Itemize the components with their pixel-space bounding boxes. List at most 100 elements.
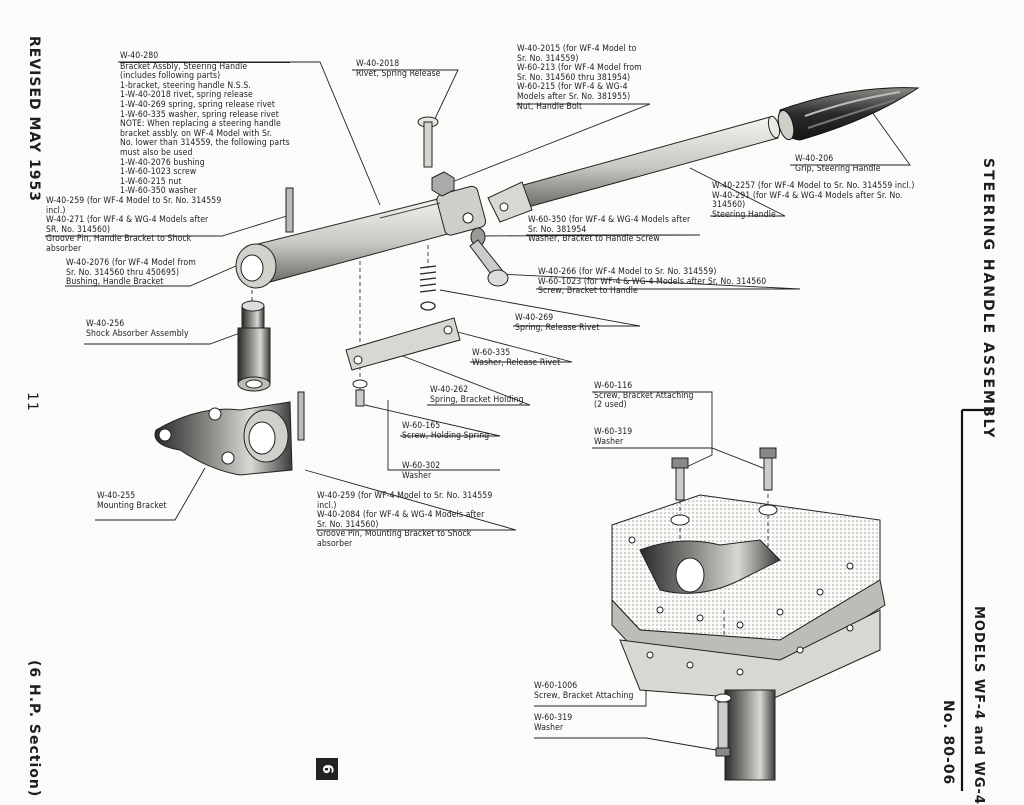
part-desc: Groove Pin, Handle Bracket to Shock xyxy=(46,234,192,245)
part-number: W-60-335 xyxy=(472,348,511,358)
part-desc: Bushing, Handle Bracket xyxy=(66,277,164,288)
part-label-w60-116: W-60-116 Screw, Bracket Attaching (2 use… xyxy=(594,381,693,411)
part-line: NOTE: When replacing a steering handle xyxy=(120,119,281,130)
part-line: W-40-271 (for WF-4 & WG-4 Models after xyxy=(46,215,209,226)
part-number: W-40-262 xyxy=(430,385,469,395)
part-line: Sr. No. 314559) xyxy=(517,53,579,64)
part-label-w40-206: W-40-206 Grip, Steering Handle xyxy=(795,154,881,174)
part-line: W-40-259 (for WF-4 Model to Sr. No. 3145… xyxy=(317,491,493,501)
part-line: 1-W-40-269 spring, spring release rivet xyxy=(120,99,276,110)
part-label-w40-262: W-40-262 Spring, Bracket Holding xyxy=(430,385,524,405)
part-line: Models after Sr. No. 381955) xyxy=(517,91,631,102)
part-number: W-40-206 xyxy=(795,154,834,164)
revised-date: REVISED MAY 1953 xyxy=(26,36,42,202)
part-number: W-60-116 xyxy=(594,381,633,391)
part-line: 1-W-60-1023 screw xyxy=(120,167,197,178)
part-number: W-60-1006 xyxy=(534,681,578,691)
part-desc: Screw, Bracket Attaching xyxy=(534,690,634,701)
part-label-w40-280: W-40-280 Bracket Assbly, Steering Handle… xyxy=(120,51,290,197)
part-desc: Rivet, Spring Release xyxy=(356,68,441,79)
part-label-w40-269: W-40-269 Spring, Release Rivet xyxy=(515,313,600,333)
part-number: W-40-269 xyxy=(515,313,554,323)
part-desc: Washer xyxy=(534,722,564,733)
part-line: W-40-2257 (for WF-4 Model to Sr. No. 314… xyxy=(712,181,915,191)
part-line: W-60-215 (for WF-4 & WG-4 xyxy=(517,82,628,93)
part-line: 1-W-60-335 washer, spring release rivet xyxy=(120,109,279,120)
part-desc: Washer, Release Rivet xyxy=(472,357,561,368)
part-line: W-40-259 (for WF-4 Model to Sr. No. 3145… xyxy=(46,196,222,206)
part-label-w60-165: W-60-165 Screw, Holding Spring xyxy=(402,421,490,441)
part-desc: Nut, Handle Bolt xyxy=(517,101,583,112)
part-line: 1-W-40-2076 bushing xyxy=(120,157,205,168)
part-label-w40-2018: W-40-2018 Rivet, Spring Release xyxy=(356,59,441,79)
part-line: No. lower than 314559, the following par… xyxy=(120,138,290,149)
part-label-w60-319-a: W-60-319 Washer xyxy=(594,427,632,447)
part-line: 314560) xyxy=(712,200,746,211)
part-line: 1-W-60-215 nut xyxy=(120,176,182,187)
part-line: Sr. No. 314560) xyxy=(317,519,379,530)
part-label-w40-266: W-40-266 (for WF-4 Model to Sr. No. 3145… xyxy=(538,267,767,297)
part-desc: Spring, Bracket Holding xyxy=(430,394,524,405)
part-line: W-60-213 (for WF-4 Model from xyxy=(517,63,642,74)
part-label-w40-259-bottom: W-40-259 (for WF-4 Model to Sr. No. 3145… xyxy=(317,491,493,550)
part-number: W-40-256 xyxy=(86,319,125,329)
part-desc: Grip, Steering Handle xyxy=(795,163,881,174)
part-desc: Washer xyxy=(402,470,432,481)
part-number: W-60-302 xyxy=(402,461,441,471)
shock-absorber-shape xyxy=(237,300,271,392)
page-box: 6 xyxy=(316,758,338,780)
part-desc: Screw, Holding Spring xyxy=(402,430,490,441)
part-line: W-40-291 (for WF-4 & WG-4 Models after S… xyxy=(712,190,903,201)
spring-shape xyxy=(419,265,437,311)
part-label-w60-350: W-60-350 (for WF-4 & WG-4 Models after S… xyxy=(528,215,691,245)
part-line: W-40-2084 (for WF-4 & WG-4 Models after xyxy=(317,510,485,521)
part-number: W-40-255 xyxy=(97,491,136,501)
handle-bracket-shape xyxy=(235,185,487,289)
part-label-w40-2076: W-40-2076 (for WF-4 Model from Sr. No. 3… xyxy=(66,258,196,288)
part-desc: Screw, Bracket to Handle xyxy=(538,286,638,297)
part-desc: Washer, Bracket to Handle Screw xyxy=(528,234,660,245)
part-label-w40-259-top: W-40-259 (for WF-4 Model to Sr. No. 3145… xyxy=(46,196,222,255)
part-label-w60-302: W-60-302 Washer xyxy=(402,461,441,481)
section-label: (6 H.P. Section) xyxy=(26,660,42,798)
part-desc: Groove Pin, Mounting Bracket to Shock xyxy=(317,529,472,540)
part-number: W-60-319 xyxy=(534,713,573,723)
part-line: W-40-266 (for WF-4 Model to Sr. No. 3145… xyxy=(538,267,717,277)
catalog-number: No. 80-06 xyxy=(940,700,956,786)
part-desc: absorber xyxy=(46,243,82,254)
part-line: W-60-350 (for WF-4 & WG-4 Models after xyxy=(528,215,691,225)
part-line: 1-W-40-2018 rivet, spring release xyxy=(120,90,253,101)
part-line: (includes following parts) xyxy=(120,71,221,82)
nut-shape xyxy=(431,171,455,197)
part-line: incl.) xyxy=(317,500,337,511)
part-label-w60-1006: W-60-1006 Screw, Bracket Attaching xyxy=(534,681,634,701)
steering-handle-tube xyxy=(487,115,781,223)
part-desc: Spring, Release Rivet xyxy=(515,322,600,333)
part-line: bracket assbly. on WF-4 Model with Sr. xyxy=(120,128,273,139)
part-number: W-40-280 xyxy=(120,51,290,63)
part-line: Sr. No. 381954 xyxy=(528,224,587,235)
part-line: Sr. No. 314560 thru 450695) xyxy=(66,267,180,278)
part-label-w40-2257: W-40-2257 (for WF-4 Model to Sr. No. 314… xyxy=(712,181,915,220)
part-desc: (2 used) xyxy=(594,400,627,411)
rivet-shape xyxy=(417,116,439,168)
part-number: W-40-2018 xyxy=(356,59,400,69)
part-desc: Shock Absorber Assembly xyxy=(86,328,189,339)
part-line: SR. No. 314560) xyxy=(46,224,111,235)
engine-base-shape xyxy=(611,447,886,781)
part-line: W-60-1023 (for WF-4 & WG-4 Models after … xyxy=(538,276,767,287)
part-label-w40-256: W-40-256 Shock Absorber Assembly xyxy=(86,319,189,339)
part-desc: Steering Handle xyxy=(712,209,776,220)
part-line: 1-bracket, steering handle N.S.S. xyxy=(120,80,251,91)
part-desc: Mounting Bracket xyxy=(97,500,167,511)
part-label-w60-335: W-60-335 Washer, Release Rivet xyxy=(472,348,561,368)
grip-shape xyxy=(777,87,920,141)
groove-pin-top xyxy=(285,187,294,233)
assembly-title: STEERING HANDLE ASSEMBLY xyxy=(980,158,996,440)
part-number: W-60-165 xyxy=(402,421,441,431)
page-number: 11 xyxy=(24,392,40,412)
part-label-w60-319-b: W-60-319 Washer xyxy=(534,713,573,733)
part-line: W-40-2015 (for WF-4 Model to xyxy=(517,44,637,54)
